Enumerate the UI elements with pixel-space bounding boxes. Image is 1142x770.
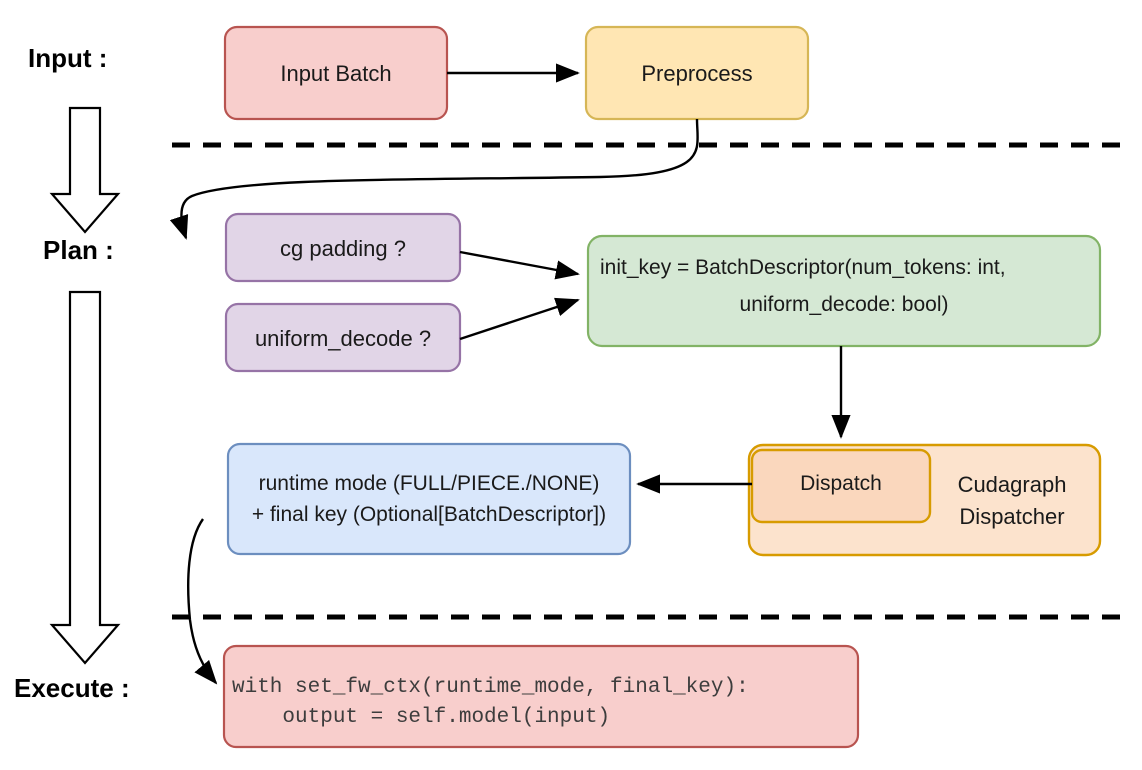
runtime-mode-box[interactable] [226,442,632,556]
node-input-batch[interactable]: Input Batch [223,25,449,121]
edge-preprocess-to-plan [169,118,699,240]
uniform-decode-box[interactable] [224,302,462,373]
edge-uniform-decode-to-init-key [459,297,580,341]
node-init-key[interactable]: init_key = BatchDescriptor(num_tokens: i… [586,234,1102,348]
execute-code-line2: output = self.model(input) [232,706,610,729]
cg-padding-label: cg padding ? [280,236,406,261]
cudagraph-dispatcher-label-line1: Cudagraph [958,472,1067,497]
execute-code-box[interactable] [222,644,860,749]
stage-label-input: Input : [28,43,107,73]
runtime-mode-line1: runtime mode (FULL/PIECE./NONE) [259,472,600,495]
cudagraph-dispatcher-label-line2: Dispatcher [959,504,1064,529]
cg-padding-box[interactable] [224,212,462,283]
node-dispatch[interactable]: Dispatch [750,448,932,524]
input-batch-label: Input Batch [280,61,391,86]
init-key-box[interactable] [586,234,1102,348]
plan-to-execute-block-arrow [49,290,121,665]
dispatch-box[interactable] [750,448,932,524]
dispatch-label: Dispatch [800,472,882,495]
node-runtime-mode[interactable]: runtime mode (FULL/PIECE./NONE) + final … [226,442,632,556]
input-to-plan-block-arrow [49,106,121,234]
edge-runtime-mode-to-execute-code [187,518,218,685]
init-key-line2: uniform_decode: bool) [740,293,949,316]
node-execute-code[interactable]: with set_fw_ctx(runtime_mode, final_key)… [222,644,860,749]
stage-label-execute: Execute : [14,673,130,703]
runtime-mode-line2: + final key (Optional[BatchDescriptor]) [252,503,606,526]
node-preprocess[interactable]: Preprocess [584,25,810,121]
stage-label-plan: Plan : [43,235,114,265]
init-key-line1: init_key = BatchDescriptor(num_tokens: i… [600,256,1006,279]
edge-cg-padding-to-init-key [459,250,580,280]
node-cg-padding[interactable]: cg padding ? [224,212,462,283]
node-uniform-decode[interactable]: uniform_decode ? [224,302,462,373]
uniform-decode-label: uniform_decode ? [255,326,431,351]
preprocess-label: Preprocess [641,61,752,86]
execute-code-line1: with set_fw_ctx(runtime_mode, final_key)… [232,676,749,699]
